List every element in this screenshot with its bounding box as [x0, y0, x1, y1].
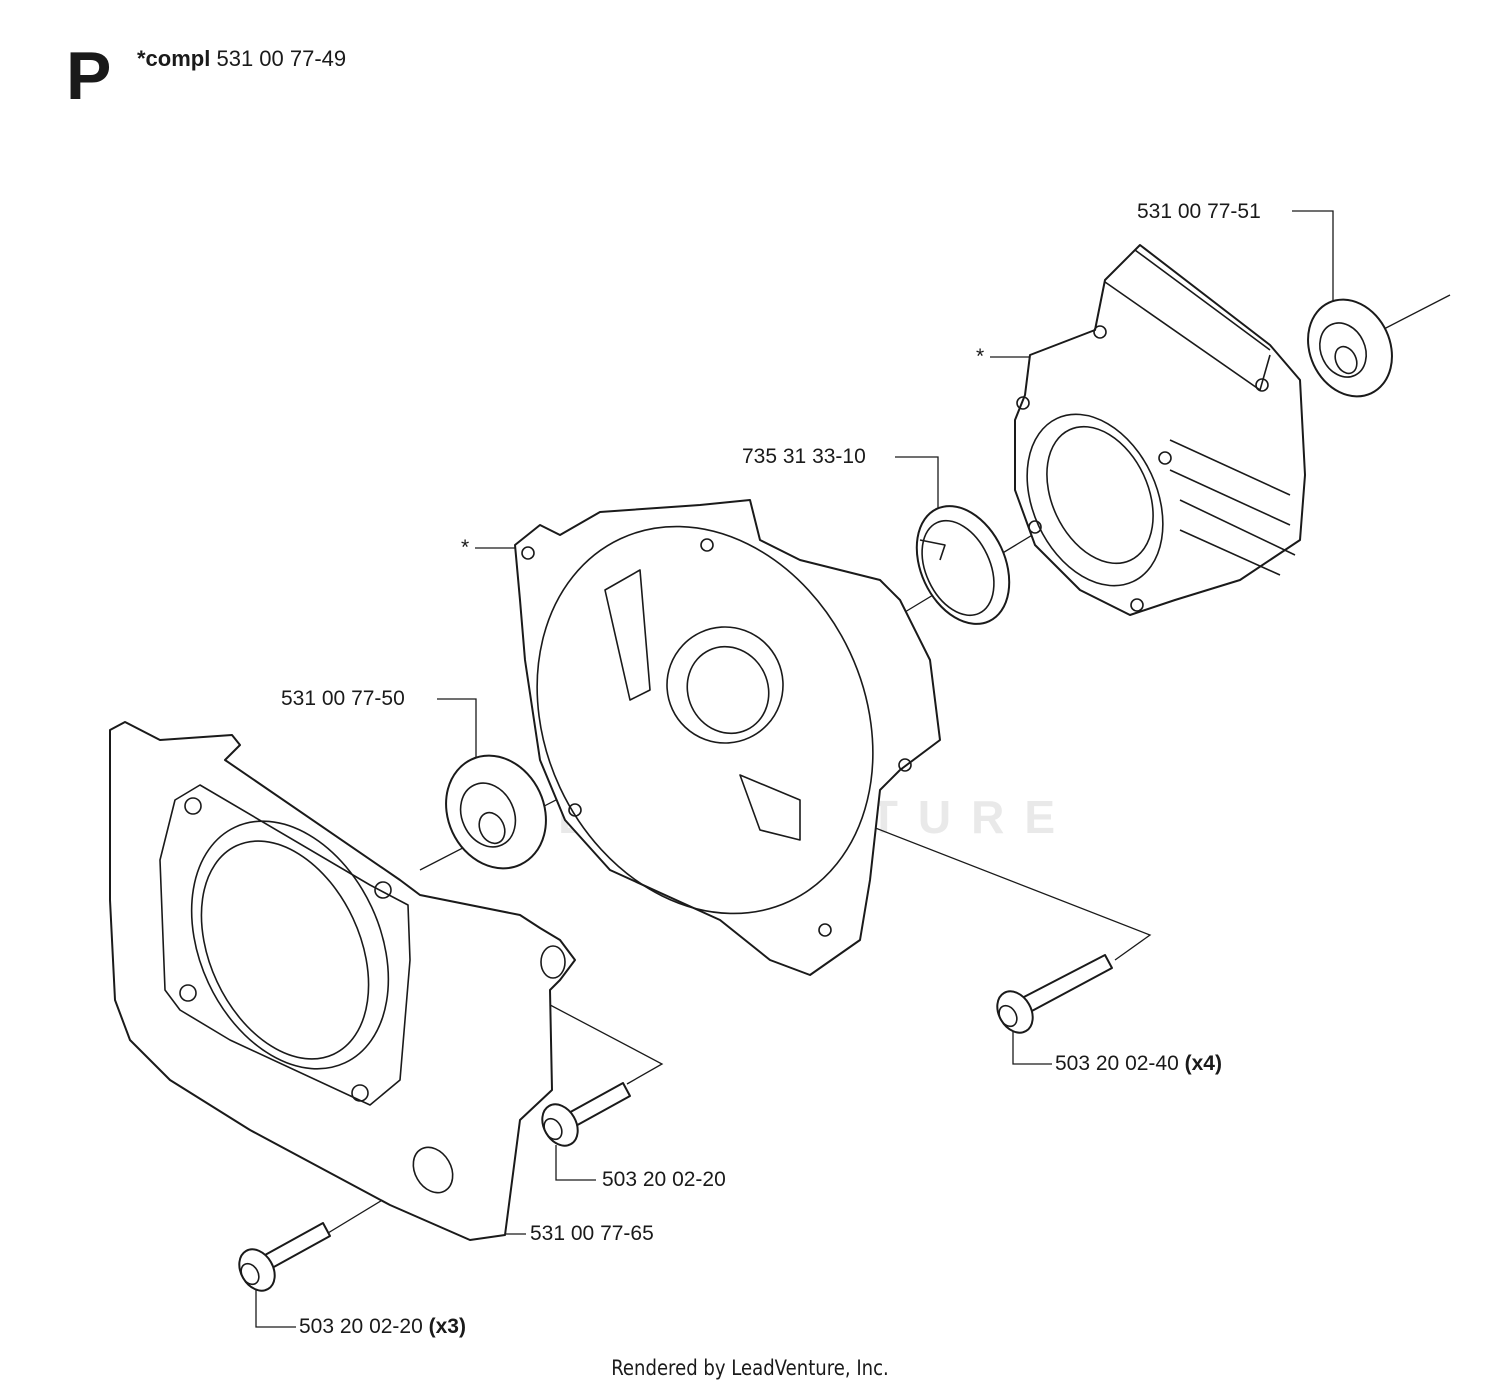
screw-x4-quantity: (x4) [1184, 1052, 1222, 1075]
seal-left-part [445, 754, 547, 870]
leader-screw-x4 [1012, 1030, 1052, 1065]
leader-seal-left [437, 698, 477, 768]
callout-screw-single: 503 20 02-20 [602, 1168, 726, 1191]
callout-circlip: 735 31 33-10 [742, 445, 866, 468]
callout-seal-right: 531 00 77-51 [1137, 200, 1261, 223]
circlip-part [915, 505, 1011, 625]
callout-crankcase-asterisk: * [461, 536, 470, 559]
axis-line-right [1381, 294, 1451, 331]
footer-credit: Rendered by LeadVenture, Inc. [611, 1356, 889, 1380]
callout-seal-left: 531 00 77-50 [281, 687, 405, 710]
screw-x3-part [238, 1222, 331, 1292]
callout-cylinder-asterisk: * [976, 345, 985, 368]
screw-x4-part [996, 954, 1113, 1034]
cylinder-part [1014, 244, 1306, 616]
screw-x3-part-number: 503 20 02-20 [299, 1315, 423, 1338]
section-letter: P [66, 38, 112, 114]
leader-screw-single-axis [534, 996, 664, 1085]
seal-right-part [1307, 298, 1393, 398]
callout-screw-x3: 503 20 02-20 (x3) [299, 1316, 466, 1337]
crankcase-part [514, 499, 941, 976]
screw-single-part [541, 1082, 631, 1147]
callout-fan-housing: 531 00 77-65 [530, 1222, 654, 1245]
leader-seal-right [1292, 210, 1334, 302]
compl-part-number: 531 00 77-49 [216, 46, 347, 71]
complete-assembly-header: *compl 531 00 77-49 [137, 46, 346, 72]
fan-housing-part [109, 721, 576, 1241]
leader-screw-x3 [255, 1290, 296, 1328]
leader-screw-single [555, 1145, 596, 1181]
compl-prefix: *compl [137, 46, 211, 71]
callout-screw-x4: 503 20 02-40 (x4) [1055, 1053, 1222, 1074]
screw-x3-quantity: (x3) [428, 1315, 466, 1338]
screw-x4-part-number: 503 20 02-40 [1055, 1052, 1179, 1075]
leader-circlip [895, 456, 939, 508]
